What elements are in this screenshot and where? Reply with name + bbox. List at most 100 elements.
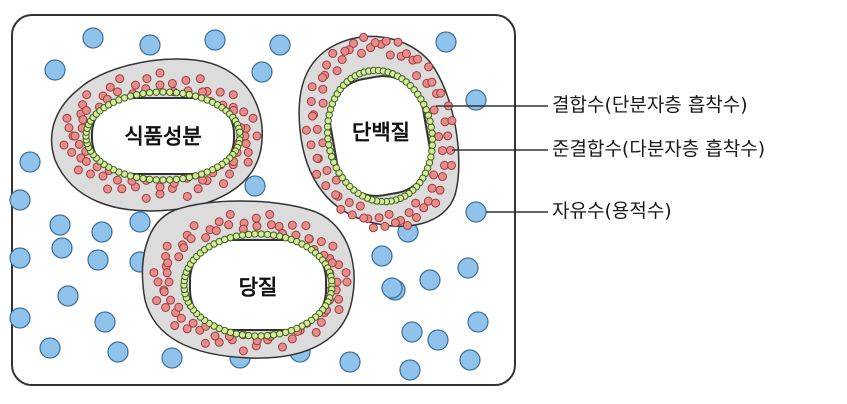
bound-water-molecule	[324, 135, 332, 143]
quasi-bound-water-molecule	[215, 87, 225, 97]
quasi-bound-water-molecule	[252, 221, 262, 231]
quasi-bound-water-molecule	[306, 140, 316, 150]
quasi-bound-water-molecule	[312, 169, 322, 179]
quasi-bound-water-molecule	[162, 241, 172, 251]
quasi-bound-water-molecule	[81, 106, 91, 115]
bound-water-molecule	[428, 135, 437, 144]
bound-water-molecule	[323, 122, 332, 131]
quasi-bound-water-molecule	[301, 125, 311, 135]
quasi-bound-water-molecule	[334, 294, 344, 304]
bound-water-molecule	[132, 90, 141, 99]
bound-water-molecule	[232, 330, 241, 338]
quasi-bound-water-molecule	[117, 184, 127, 194]
bound-water-molecule	[428, 129, 436, 137]
quasi-bound-water-molecule	[152, 296, 162, 306]
quasi-bound-water-molecule	[155, 68, 165, 78]
quasi-bound-water-molecule	[85, 169, 95, 179]
quasi-bound-water-molecule	[266, 220, 276, 230]
quasi-bound-water-molecule	[252, 131, 262, 141]
quasi-bound-water-molecule	[447, 116, 457, 126]
quasi-bound-water-molecule	[402, 220, 412, 230]
quasi-bound-water-molecule	[161, 302, 171, 312]
quasi-bound-water-molecule	[174, 252, 184, 262]
free-water-molecule	[107, 341, 129, 363]
free-water-molecule	[9, 307, 31, 329]
free-water-molecule	[19, 151, 41, 173]
bound-water-molecule	[232, 232, 241, 240]
quasi-bound-water-molecule	[385, 50, 395, 60]
free-water-molecule	[161, 347, 183, 369]
quasi-bound-water-molecule	[359, 32, 369, 42]
quasi-bound-water-molecule	[113, 175, 122, 185]
bound-water-molecule	[159, 88, 167, 96]
quasi-bound-water-molecule	[159, 287, 169, 297]
bound-water-molecule	[244, 331, 253, 340]
free-water-molecule	[419, 269, 441, 291]
quasi-bound-water-molecule	[130, 80, 140, 90]
free-water-molecule	[251, 61, 273, 83]
protein-particle	[298, 32, 460, 233]
quasi-bound-water-molecule	[370, 38, 380, 48]
bound-water-molecule	[185, 173, 194, 182]
bound-water-molecule	[159, 176, 167, 184]
quasi-bound-water-molecule	[349, 38, 359, 48]
bound-water-molecule	[139, 89, 147, 98]
bound-water-molecule	[179, 174, 187, 183]
quasi-bound-water-molecule	[411, 198, 421, 208]
free-water-molecule	[204, 29, 226, 51]
quasi-bound-water-molecule	[186, 234, 196, 244]
quasi-bound-water-molecule	[307, 111, 317, 121]
quasi-bound-water-molecule	[103, 184, 113, 194]
quasi-bound-water-molecule	[155, 80, 165, 90]
quasi-bound-water-molecule	[265, 209, 275, 219]
bound-water-molecule	[328, 276, 336, 285]
quasi-bound-water-molecule	[174, 302, 184, 312]
bound-water-molecule	[120, 94, 129, 102]
free-water-molecule	[465, 201, 487, 223]
quasi-bound-water-molecule	[328, 241, 338, 251]
quasi-bound-water-molecule	[73, 165, 83, 175]
free-water-molecule	[399, 359, 421, 381]
quasi-bound-water-molecule	[380, 221, 390, 231]
quasi-bound-water-molecule	[153, 277, 163, 287]
quasi-bound-water-molecule	[344, 197, 354, 207]
quasi-bound-water-molecule	[189, 221, 199, 231]
bound-water-molecule	[132, 173, 141, 182]
bound-water-molecule	[238, 331, 247, 339]
free-water-molecule	[371, 245, 393, 267]
quasi-bound-water-molecule	[301, 221, 311, 231]
bound-water-molecule	[428, 147, 436, 155]
quasi-bound-water-molecule	[251, 213, 261, 223]
quasi-bound-water-molecule	[427, 77, 437, 87]
bound-water-molecule	[185, 90, 194, 99]
quasi-bound-water-molecule	[306, 96, 316, 106]
bound-water-molecule	[427, 123, 435, 131]
free-water-molecule	[401, 321, 423, 343]
quasi-bound-water-molecule	[321, 181, 331, 191]
quasi-bound-water-molecule	[243, 147, 253, 157]
free-water-molecule	[139, 34, 161, 56]
quasi-bound-water-molecule	[429, 105, 439, 115]
bound-water-molecule	[325, 141, 333, 149]
quasi-bound-water-molecule	[142, 74, 152, 84]
free-water-molecule	[244, 175, 266, 197]
food-component-core	[91, 97, 235, 175]
bound-water-molecule	[428, 141, 437, 150]
bound-water-molecule	[263, 230, 272, 239]
quasi-bound-water-molecule	[201, 233, 211, 243]
protein-quasi-bound-water	[301, 32, 457, 233]
quasi-bound-water-molecule	[368, 223, 378, 233]
quasi-bound-water-molecule	[243, 157, 253, 167]
quasi-bound-water-molecule	[342, 277, 352, 287]
quasi-bound-water-molecule	[200, 338, 210, 348]
quasi-bound-water-molecule	[214, 337, 224, 347]
quasi-bound-water-molecule	[162, 268, 172, 278]
quasi-bound-water-molecule	[115, 74, 125, 84]
quasi-bound-water-molecule	[59, 140, 69, 150]
free-water-molecule	[435, 31, 457, 53]
quasi-bound-water-molecule	[81, 157, 91, 166]
bound-water-molecule	[324, 117, 332, 125]
quasi-bound-water-molecule	[311, 327, 321, 337]
bound-water-molecule	[145, 175, 154, 184]
free-water-molecule	[381, 277, 403, 299]
